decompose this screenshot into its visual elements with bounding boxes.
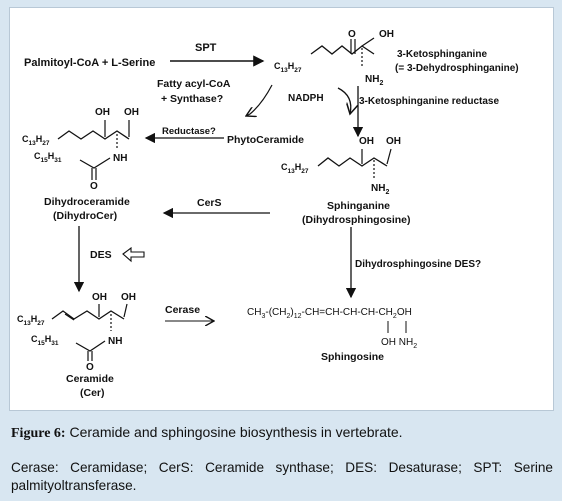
figure-panel: Palmitoyl-CoA + L-Serine SPT C13H27 O OH… [9,7,554,411]
fatty-acyl-coa-synthase-label-1: Fatty acyl-CoA [157,78,231,90]
ketosphinganine-structure: C13H27 O OH NH2 [274,29,394,87]
sphingosine-formula: CH3-(CH2)12-CH=CH-CH-CH-CH2OH [247,307,412,320]
ketosphinganine-reductase-label: 3-Ketosphinganine reductase [359,96,499,107]
ketosphinganine-alt-label: (= 3-Dehydrosphinganine) [395,63,519,74]
svg-text:O: O [90,181,98,192]
pathway-diagram: Palmitoyl-CoA + L-Serine SPT C13H27 O OH… [17,29,519,399]
svg-text:C13H27: C13H27 [17,314,45,327]
des-enzyme-label: DES [90,249,112,261]
svg-text:OH: OH [379,29,394,40]
figure-caption: Figure 6: Ceramide and sphingosine biosy… [11,424,551,442]
svg-text:NH2: NH2 [365,74,383,87]
dihydroceramide-label: Dihydroceramide [44,196,130,208]
svg-text:C15H31: C15H31 [31,334,59,347]
reactants-label: Palmitoyl-CoA + L-Serine [24,57,155,69]
sphinganine-alt-label: (Dihydrosphingosine) [302,214,411,226]
svg-text:NH: NH [113,153,127,164]
svg-text:C13H27: C13H27 [274,61,302,74]
ceramide-alt-label: (Cer) [80,387,105,399]
svg-text:NH2: NH2 [371,183,389,196]
des-open-arrow [122,246,145,263]
svg-text:NH: NH [108,336,122,347]
ketosphinganine-label: 3-Ketosphinganine [397,49,487,60]
spt-enzyme-label: SPT [195,42,217,54]
svg-text:O: O [86,362,94,373]
figure-label: Figure 6: [11,426,66,441]
svg-text:C13H27: C13H27 [281,162,309,175]
reductase-label: Reductase? [162,126,216,137]
svg-text:OH: OH [121,292,136,303]
fatty-acyl-coa-arrow [246,84,273,116]
dihydroceramide-structure: OH OH C13H27 NH C15H31 O [22,107,139,192]
svg-text:OH: OH [92,292,107,303]
cerase-enzyme-label: Cerase [165,304,200,316]
abbreviations-note: Cerase: Ceramidase; CerS: Ceramide synth… [11,460,553,493]
svg-text:OH: OH [386,136,401,147]
sphinganine-label: Sphinganine [327,200,390,212]
nadph-arrow [337,87,351,114]
svg-text:OH: OH [359,136,374,147]
cers-enzyme-label: CerS [197,197,222,209]
svg-text:OH: OH [124,107,139,118]
ceramide-label: Ceramide [66,373,114,385]
dihydroceramide-alt-label: (DihydroCer) [53,210,117,222]
ceramide-structure: OH OH C13H27 NH C15H31 O [17,292,136,373]
sphinganine-structure: OH OH C13H27 NH2 [281,136,401,196]
sphingosine-substituents: OH NH2 [381,337,417,350]
svg-text:C15H31: C15H31 [34,151,62,164]
svg-text:O: O [348,29,356,40]
svg-text:C13H27: C13H27 [22,134,50,147]
nadph-label: NADPH [288,93,324,104]
svg-text:OH: OH [95,107,110,118]
figure-caption-text: Ceramide and sphingosine biosynthesis in… [65,424,403,440]
sphingosine-label: Sphingosine [321,351,384,363]
fatty-acyl-coa-synthase-label-2: + Synthase? [161,93,223,105]
phytoceramide-label: PhytoCeramide [227,134,304,146]
dihydrosphingosine-des-label: Dihydrosphingosine DES? [355,259,481,270]
